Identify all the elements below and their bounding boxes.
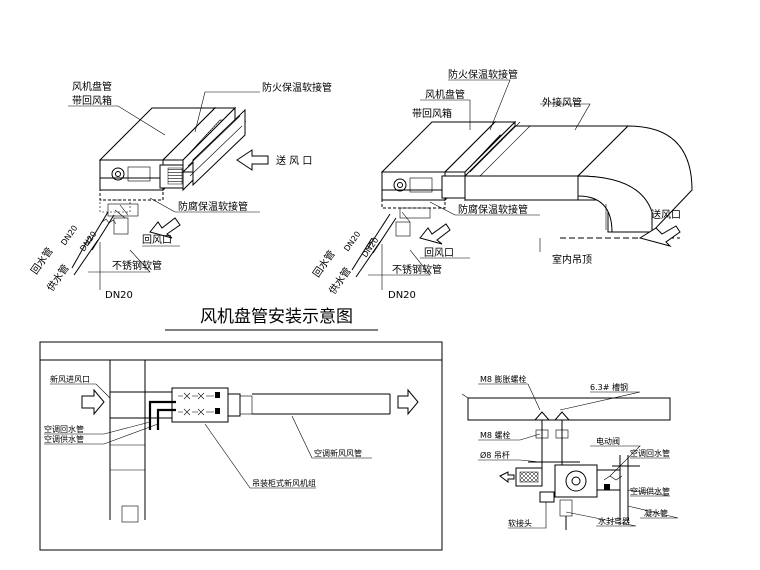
- right-return-outlet-label: 回风口: [424, 247, 454, 259]
- right-external-duct: [463, 121, 693, 234]
- left-return-outlet-label: 回风口: [142, 234, 172, 246]
- left-unit-label-line1: 风机盘管: [72, 80, 112, 93]
- plan-supply-pipe-label: 空调供水管: [44, 434, 84, 444]
- right-return-arrow: [419, 223, 451, 245]
- left-supply-arrow: [236, 149, 269, 171]
- right-external-duct-label: 外接风管: [542, 96, 582, 109]
- plan-return-pipe-label: 空调回水管: [44, 424, 84, 434]
- plan-outlet-arrow: [397, 388, 419, 416]
- section-slab: [467, 397, 671, 421]
- right-pipes: [351, 213, 397, 278]
- drawing-title: 风机盘管安装示意图: [165, 307, 378, 331]
- left-fan-coil-diagram: 风机盘管 带回风箱 防火保温软接管 送 风 口 防腐保温软接管 回风口 不锈钢软…: [28, 80, 332, 301]
- right-unit-label-line1: 风机盘管: [425, 88, 465, 101]
- section-supply-pipe-label: 空调供水管: [630, 486, 670, 496]
- right-supply-outlet-label: 送风口: [651, 208, 681, 221]
- right-anticorrosion-connector: [381, 199, 446, 237]
- plan-unit-name-label: 吊装柜式新风机组: [252, 478, 316, 488]
- left-pipes: [71, 211, 117, 276]
- left-fire-connector-label: 防火保温软接管: [262, 81, 332, 94]
- plan-fresh-air-duct-label: 空调新风风管: [314, 448, 362, 458]
- right-fan-coil-diagram: 防火保温软接管 风机盘管 带回风箱 外接风管 防腐保温软接管 送风口 室内吊顶 …: [310, 68, 693, 301]
- section-bolt-label: M8 螺栓: [480, 430, 511, 440]
- left-anticorrosion-label: 防腐保温软接管: [178, 200, 248, 213]
- section-return-pipe-label: 空调回水管: [630, 448, 670, 458]
- left-dn-a-label: DN20: [59, 224, 79, 247]
- right-fire-connector-label: 防火保温软接管: [448, 68, 518, 81]
- drawing-title-text: 风机盘管安装示意图: [200, 307, 353, 327]
- section-hangers: [528, 411, 580, 480]
- right-unit-label-line2: 带回风箱: [412, 107, 452, 120]
- left-dn-b-label: DN20: [78, 230, 98, 253]
- left-return-arrow: [149, 217, 181, 239]
- section-rod-label: Ø8 吊杆: [480, 450, 510, 460]
- left-stainless-hose-label: 不锈钢软管: [112, 259, 162, 272]
- right-dn-a-label: DN20: [342, 230, 362, 253]
- left-unit-label-line2: 带回风箱: [72, 94, 112, 107]
- section-channel-steel-label: 6.3# 槽钢: [590, 382, 628, 392]
- right-leaders: [368, 79, 607, 290]
- section-expansion-bolt-label: M8 膨胀螺栓: [480, 374, 527, 384]
- right-ceiling-label: 室内吊顶: [552, 253, 592, 266]
- plan-view: 新风进风口 空调回水管 空调供水管 空调新风风管 吊装柜式新风机组: [39, 341, 443, 551]
- right-anticorrosion-label: 防腐保温软接管: [458, 203, 528, 216]
- left-anticorrosion-connector: [99, 189, 164, 235]
- plan-inlet-arrow: [81, 388, 105, 416]
- left-return-pipe-label: 回水管: [28, 245, 56, 277]
- right-supply-arrow: [638, 225, 681, 247]
- left-supply-diffuser: [181, 108, 247, 187]
- right-return-pipe-label: 回水管: [310, 248, 338, 280]
- section-view: M8 膨胀螺栓 6.3# 槽钢 M8 螺栓 Ø8 吊杆 电动阀 空调回水管 空调…: [461, 374, 679, 530]
- left-dn-label: DN20: [105, 290, 133, 301]
- section-drain-pipe-label: 凝水管: [644, 508, 668, 518]
- section-trap-label: 水封弯器: [598, 516, 630, 526]
- right-supply-pipe-label: 供水管: [326, 265, 354, 297]
- left-leaders: [68, 91, 260, 290]
- right-stainless-hose-label: 不锈钢软管: [392, 263, 442, 276]
- left-supply-pipe-label: 供水管: [44, 262, 72, 294]
- right-dn-label: DN20: [388, 290, 416, 301]
- plan-fresh-air-inlet-label: 新风进风口: [50, 374, 90, 384]
- section-unit: [554, 464, 598, 498]
- left-supply-outlet-label: 送 风 口: [276, 154, 312, 167]
- section-valve-label: 电动阀: [596, 436, 620, 446]
- section-soft-joint-label: 软接头: [508, 518, 532, 528]
